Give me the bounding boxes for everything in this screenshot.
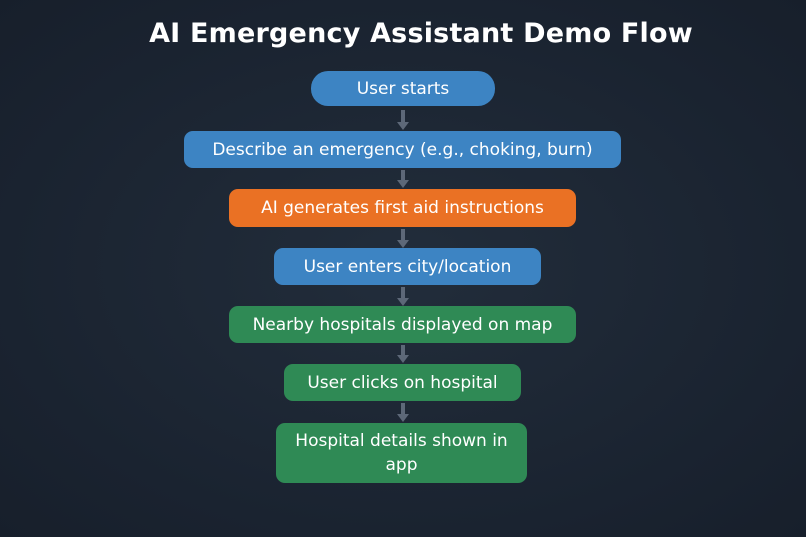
flow-arrow [397,345,409,363]
flow-node-hospitals-map: Nearby hospitals displayed on map [229,306,576,343]
diagram-title: AI Emergency Assistant Demo Flow [149,18,693,49]
flow-arrow [397,110,409,130]
flow-node-user-starts: User starts [311,71,495,106]
flow-node-clicks-hospital: User clicks on hospital [284,364,521,401]
flow-node-describe-emergency: Describe an emergency (e.g., choking, bu… [184,131,621,168]
flow-node-ai-first-aid: AI generates first aid instructions [229,189,576,227]
flow-node-enter-location: User enters city/location [274,248,541,285]
flow-node-hospital-details: Hospital details shown in app [276,423,527,483]
flow-arrow [397,229,409,248]
flow-arrow [397,287,409,306]
flow-arrow [397,403,409,422]
flow-arrow [397,170,409,188]
